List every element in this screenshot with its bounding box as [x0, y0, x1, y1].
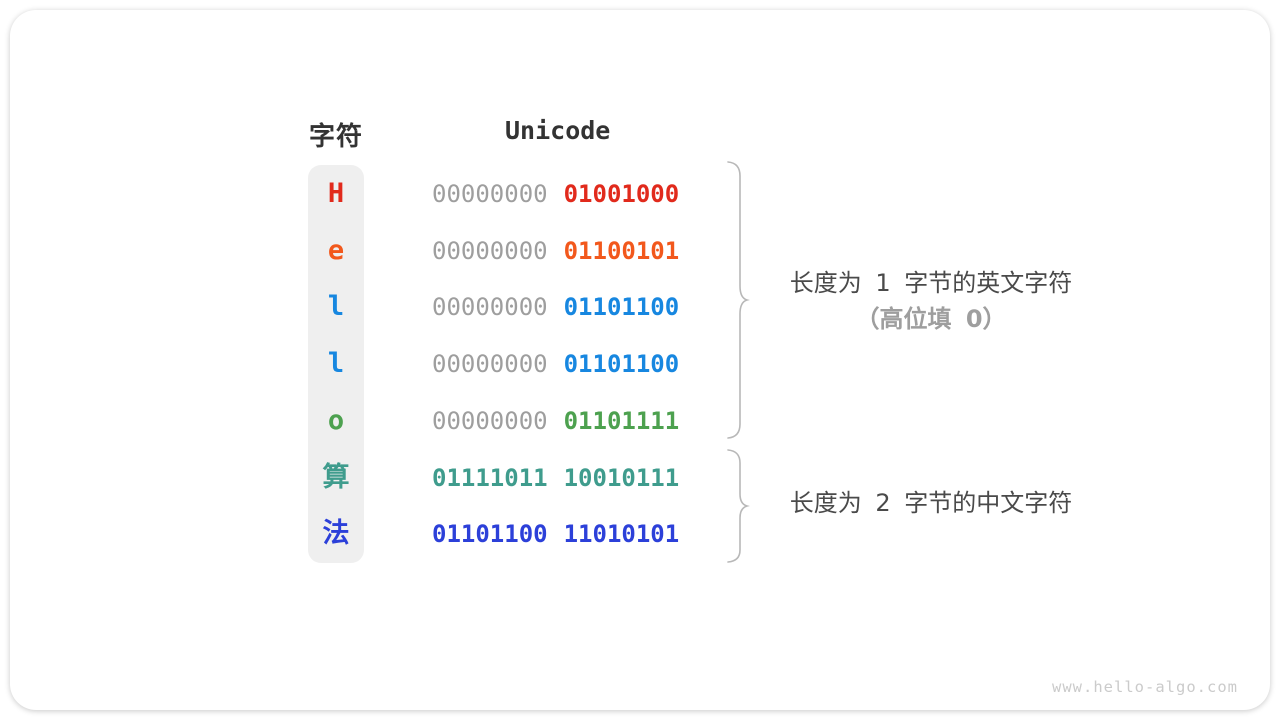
- encoding-row: 算 01111011 10010111: [10, 460, 1270, 496]
- character-cell: 算: [322, 461, 350, 493]
- site-watermark: www.hello-algo.com: [1052, 678, 1238, 696]
- unicode-bits: 01111011 10010111: [432, 460, 679, 496]
- character-cell: e: [327, 234, 345, 266]
- annotation-chinese-text: 长度为 2 字节的中文字符: [789, 489, 1073, 517]
- character-cell: l: [327, 348, 345, 380]
- code-byte: 01101100: [563, 350, 680, 379]
- encoding-row: o 00000000 01101111: [10, 403, 1270, 439]
- encoding-row: l 00000000 01101100: [10, 289, 1270, 325]
- annotation-english-text: 长度为 1 字节的英文字符: [789, 269, 1073, 297]
- code-byte: 01101100: [563, 293, 680, 322]
- code-byte: 10010111: [563, 463, 680, 492]
- character-cell: 法: [322, 518, 350, 550]
- code-byte: 01101100: [432, 520, 548, 549]
- character-column-background: [308, 165, 364, 563]
- unicode-column-header: Unicode: [505, 116, 611, 145]
- code-byte: 11010101: [563, 520, 680, 549]
- unicode-bits: 00000000 01101111: [432, 403, 679, 439]
- padding-byte: 00000000: [432, 236, 548, 265]
- character-cell: o: [327, 404, 345, 436]
- unicode-bits: 01101100 11010101: [432, 516, 679, 552]
- padding-byte: 00000000: [432, 293, 548, 322]
- padding-byte: 00000000: [432, 350, 548, 379]
- character-cell: H: [327, 178, 345, 209]
- code-byte: 01001000: [563, 180, 680, 208]
- unicode-bits: 00000000 01100101: [432, 233, 679, 269]
- char-column-header: 字符: [308, 122, 363, 152]
- code-byte: 01101111: [563, 406, 680, 435]
- code-byte: 01100101: [563, 236, 680, 265]
- unicode-bits: 00000000 01001000: [432, 176, 679, 212]
- padding-byte: 00000000: [432, 180, 548, 208]
- unicode-bits: 00000000 01101100: [432, 289, 679, 325]
- character-cell: l: [327, 291, 345, 323]
- diagram-card: 字符 Unicode H 00000000 01001000 e 00000000 011…: [10, 10, 1270, 710]
- annotation-english-subtext: （高位填 0）: [855, 305, 1007, 333]
- padding-byte: 00000000: [432, 406, 548, 435]
- annotation-chinese-chars: 长度为 2 字节的中文字符: [755, 487, 1107, 519]
- unicode-bits: 00000000 01101100: [432, 346, 679, 382]
- annotation-english-chars: 长度为 1 字节的英文字符 （高位填 0）: [755, 267, 1107, 335]
- encoding-row: l 00000000 01101100: [10, 346, 1270, 382]
- encoding-row: e 00000000 01100101: [10, 233, 1270, 269]
- encoding-row: H 00000000 01001000: [10, 176, 1270, 212]
- code-byte: 01111011: [432, 463, 548, 492]
- encoding-row: 法 01101100 11010101: [10, 516, 1270, 552]
